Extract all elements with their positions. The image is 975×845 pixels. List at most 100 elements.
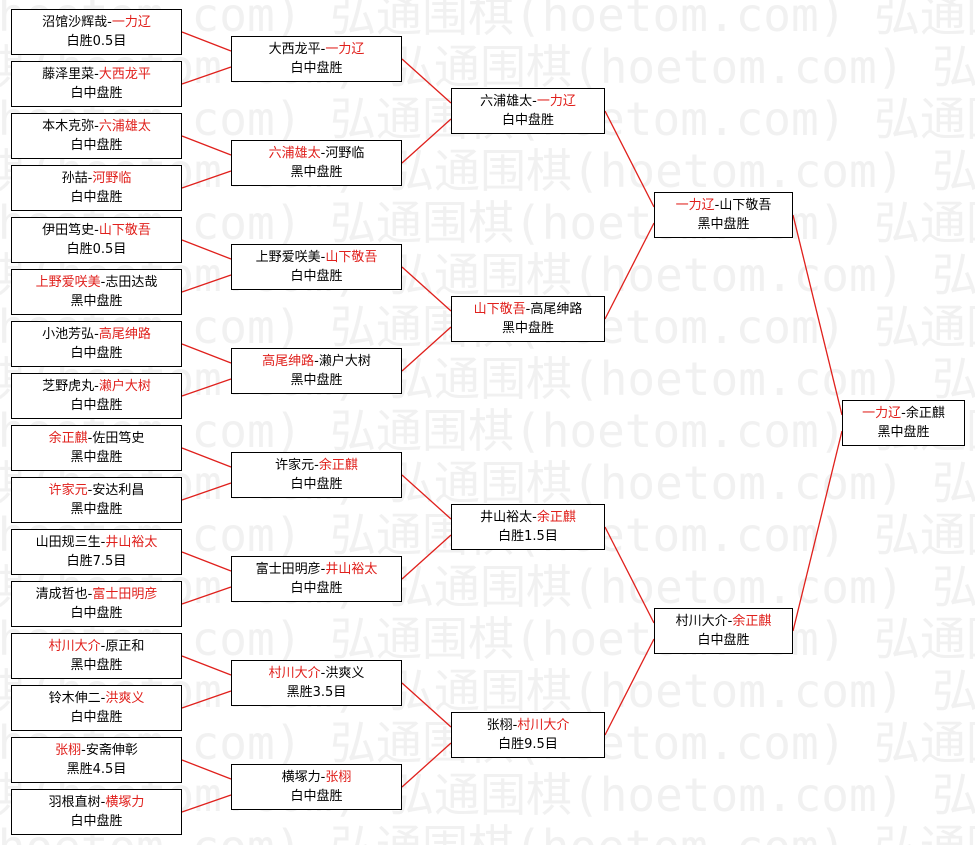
match-result: 白中盘胜	[70, 710, 123, 725]
match-box: 山田规三生-井山裕太白胜7.5目	[11, 529, 182, 575]
player-name: 余正麒	[48, 431, 88, 446]
match-result: 黑中盘胜	[290, 165, 343, 180]
player-name: 一力辽	[536, 94, 576, 109]
connector-line	[401, 118, 452, 164]
match-players: 井山裕太-余正麒	[480, 508, 576, 527]
player-name: 山下敬吾	[325, 250, 378, 265]
connector-line	[604, 110, 655, 208]
match-result: 白胜0.5目	[66, 34, 127, 49]
match-result: 白胜7.5目	[66, 554, 127, 569]
player-name: 一力辽	[675, 198, 715, 213]
match-result: 白中盘胜	[70, 86, 123, 101]
player-name: 张栩	[55, 743, 82, 758]
player-name: 富士田明彦	[255, 562, 321, 577]
match-result: 黑中盘胜	[70, 658, 123, 673]
match-box: 张栩-安斋伸彰黑胜4.5目	[11, 737, 182, 783]
player-name: 山田规三生	[35, 535, 101, 550]
player-name: 上野爱咲美	[35, 275, 101, 290]
connector-line	[181, 239, 232, 260]
connector-line	[181, 447, 232, 468]
separator: -	[81, 743, 86, 758]
player-name: 余正麒	[732, 614, 772, 629]
separator: -	[727, 614, 733, 629]
match-box: 横塚力-张栩白中盘胜	[231, 764, 402, 810]
player-name: 张栩	[486, 718, 513, 733]
match-players: 藤泽里菜-大西龙平	[42, 65, 151, 84]
match-box: 铃木伸二-洪爽义白中盘胜	[11, 685, 182, 731]
match-box: 羽根直树-横塚力白中盘胜	[11, 789, 182, 835]
player-name: 一力辽	[111, 15, 151, 30]
player-name: 横塚力	[105, 795, 145, 810]
match-result: 白中盘胜	[290, 581, 343, 596]
player-name: 张栩	[325, 770, 352, 785]
separator: -	[100, 639, 106, 654]
player-name: 铃木伸二	[48, 691, 101, 706]
match-players: 上野爱咲美-志田达哉	[36, 273, 158, 292]
connector-line	[401, 742, 452, 788]
player-name: 上野爱咲美	[255, 250, 321, 265]
match-players: 村川大介-原正和	[49, 637, 145, 656]
player-name: 孙喆	[61, 171, 88, 186]
match-players: 一力辽-山下敬吾	[676, 196, 772, 215]
separator: -	[525, 302, 531, 317]
match-box: 伊田笃史-山下敬吾白胜0.5目	[11, 217, 182, 263]
player-name: 村川大介	[268, 666, 321, 681]
match-box: 上野爱咲美-志田达哉黑中盘胜	[11, 269, 182, 315]
player-name: 羽根直树	[48, 795, 101, 810]
separator: -	[320, 770, 326, 785]
player-name: 村川大介	[48, 639, 101, 654]
match-box: 芝野虎丸-濑户大树白中盘胜	[11, 373, 182, 419]
connector-line	[792, 214, 843, 416]
connector-line	[181, 31, 232, 52]
player-name: 高尾绅路	[262, 354, 315, 369]
connector-line	[604, 638, 655, 736]
match-box: 高尾绅路-濑户大树黑中盘胜	[231, 348, 402, 394]
player-name: 安斋伸彰	[85, 743, 138, 758]
connector-line	[401, 682, 452, 728]
separator: -	[320, 562, 326, 577]
match-box: 沼馆沙辉哉-一力辽白胜0.5目	[11, 9, 182, 55]
match-players: 富士田明彦-井山裕太	[256, 560, 378, 579]
connector-line	[181, 274, 232, 293]
connector-line	[401, 266, 452, 312]
player-name: 六浦雄太	[98, 119, 151, 134]
player-name: 清成哲也	[35, 587, 88, 602]
match-result: 黑中盘胜	[70, 502, 123, 517]
match-players: 清成哲也-富士田明彦	[36, 585, 158, 604]
match-result: 白中盘胜	[290, 61, 343, 76]
separator: -	[94, 379, 99, 394]
separator: -	[532, 94, 537, 109]
player-name: 富士田明彦	[92, 587, 158, 602]
connector-line	[181, 551, 232, 572]
match-players: 一力辽-余正麒	[862, 404, 945, 423]
match-box: 村川大介-洪爽义黑胜3.5目	[231, 660, 402, 706]
connector-line	[401, 58, 452, 104]
separator: -	[107, 15, 112, 30]
connector-line	[181, 690, 232, 709]
connector-line	[181, 482, 232, 501]
player-name: 余正麒	[536, 510, 576, 525]
match-players: 许家元-余正麒	[275, 456, 358, 475]
match-box: 村川大介-原正和黑中盘胜	[11, 633, 182, 679]
separator: -	[320, 146, 326, 161]
match-result: 白中盘胜	[70, 346, 123, 361]
player-name: 一力辽	[862, 406, 902, 421]
match-result: 白中盘胜	[290, 269, 343, 284]
match-players: 小池芳弘-高尾绅路	[42, 325, 151, 344]
separator: -	[94, 119, 99, 134]
match-result: 白中盘胜	[70, 138, 123, 153]
separator: -	[87, 431, 93, 446]
separator: -	[314, 354, 319, 369]
match-result: 黑胜3.5目	[286, 685, 347, 700]
match-result: 黑中盘胜	[501, 321, 554, 336]
match-players: 羽根直树-横塚力	[49, 793, 145, 812]
match-box: 村川大介-余正麒白中盘胜	[654, 608, 793, 654]
match-players: 上野爱咲美-山下敬吾	[256, 248, 378, 267]
player-name: 洪爽义	[325, 666, 365, 681]
match-players: 铃木伸二-洪爽义	[49, 689, 145, 708]
separator: -	[94, 223, 99, 238]
match-players: 六浦雄太-一力辽	[480, 92, 576, 111]
match-result: 白中盘胜	[290, 789, 343, 804]
match-players: 本木克弥-六浦雄太	[42, 117, 151, 136]
